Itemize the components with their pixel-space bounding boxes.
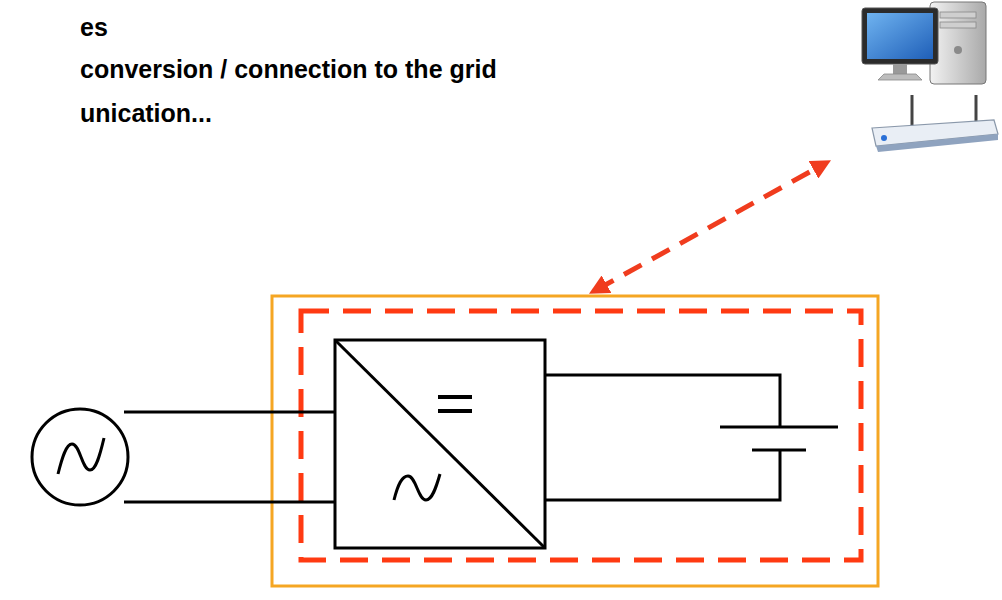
converter-boundary — [301, 311, 861, 560]
ac-source — [32, 409, 128, 505]
wire — [124, 411, 335, 414]
wire — [545, 375, 780, 427]
computer-icon — [862, 2, 986, 84]
converter-diagonal — [335, 340, 545, 548]
converter-box — [335, 340, 545, 548]
communication-arrow — [596, 164, 824, 290]
bullet-text: unication... — [80, 100, 212, 128]
router-icon — [872, 95, 998, 152]
bullet-text: conversion / connection to the grid — [80, 56, 497, 84]
dc-symbol — [438, 409, 472, 413]
wire — [545, 450, 780, 500]
bullet-text: es — [80, 14, 108, 42]
wire — [124, 501, 335, 504]
housing-outline — [272, 296, 878, 586]
ac-symbol — [394, 474, 440, 500]
dc-symbol — [438, 395, 472, 399]
battery-plate — [752, 449, 806, 452]
battery-plate — [720, 426, 838, 429]
ac-symbol — [58, 438, 104, 474]
